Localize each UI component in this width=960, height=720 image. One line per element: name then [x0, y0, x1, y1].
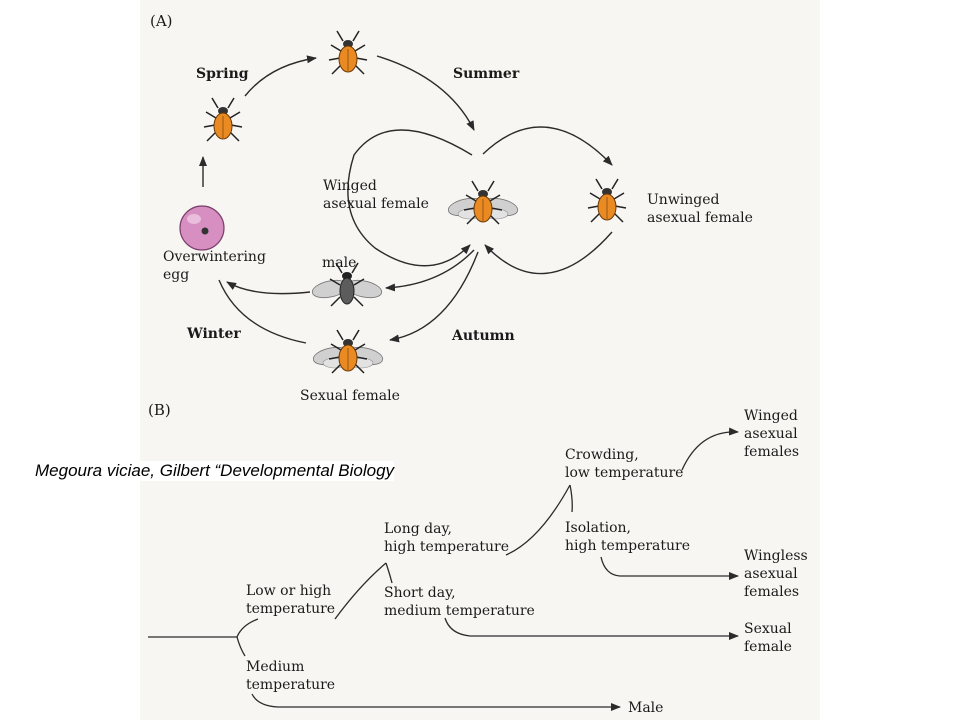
- winged-asexual-female-icon: [447, 181, 520, 224]
- label-winged-asexual-female-1: Winged: [323, 178, 377, 194]
- panel-b-label: (B): [148, 401, 171, 419]
- cond-medium-1: Medium: [246, 659, 304, 675]
- cond-medium-2: temperature: [246, 677, 335, 693]
- cond-short-day-2: medium temperature: [384, 603, 535, 619]
- branch-to-short-day: [385, 562, 393, 584]
- cond-long-day-1: Long day,: [384, 521, 452, 537]
- label-winged-asexual-female-2: asexual female: [323, 196, 429, 212]
- outcome-sexual-2: female: [744, 639, 792, 655]
- label-sexual-female: Sexual female: [300, 388, 400, 404]
- panel-a-label: (A): [150, 12, 173, 30]
- season-spring: Spring: [196, 66, 249, 82]
- short-day-to-sexual-arrow: [444, 617, 739, 640]
- spring-to-early-summer-arrow: [244, 55, 317, 97]
- winged-self-loop-arrow: [347, 129, 473, 267]
- season-summer: Summer: [453, 66, 520, 82]
- cond-crowding-2: low temperature: [565, 465, 683, 481]
- winged-to-male-arrow: [385, 249, 475, 292]
- figure-panel: (A) Spring Summer Winter Autumn Winged a…: [140, 0, 820, 720]
- outcome-wingless-2: asexual: [744, 566, 798, 582]
- cycle-arrows: [199, 55, 613, 344]
- medium-to-male-arrow: [251, 693, 621, 711]
- label-unwinged-asexual-female-1: Unwinged: [647, 192, 720, 208]
- outcome-sexual-1: Sexual: [744, 621, 792, 637]
- sexual-female-to-egg-line: [218, 279, 307, 344]
- label-unwinged-asexual-female-2: asexual female: [647, 210, 753, 226]
- winged-to-unwinged-arrow: [482, 126, 613, 166]
- summer-to-winged-female-arrow: [376, 55, 475, 131]
- summer-aphid-icon: [328, 30, 368, 75]
- spring-aphid-icon: [203, 97, 243, 142]
- crowding-to-winged-arrow: [681, 427, 739, 471]
- outcome-wingless-1: Wingless: [744, 548, 808, 564]
- outcome-winged-1: Winged: [744, 408, 798, 424]
- branch-to-low-or-high: [236, 618, 259, 638]
- branch-to-long-day-short-day: [334, 562, 387, 620]
- cond-isolation-1: Isolation,: [565, 520, 631, 536]
- cond-long-day-2: high temperature: [384, 539, 509, 555]
- unwinged-to-winged-arrow: [484, 231, 613, 275]
- aphid-life-cycle-figure: (A) Spring Summer Winter Autumn Winged a…: [148, 12, 808, 716]
- branch-to-crowding-isolation: [505, 484, 571, 556]
- season-autumn: Autumn: [451, 328, 515, 344]
- label-male: male: [322, 255, 356, 271]
- outcome-winged-3: females: [744, 444, 799, 460]
- label-overwintering-egg-1: Overwintering: [163, 249, 266, 265]
- cond-low-or-high-1: Low or high: [246, 583, 331, 599]
- season-winter: Winter: [186, 326, 241, 342]
- overwintering-egg-icon: [179, 205, 225, 251]
- outcome-winged-2: asexual: [744, 426, 798, 442]
- cond-short-day-1: Short day,: [384, 585, 456, 601]
- cond-crowding-1: Crowding,: [565, 447, 639, 463]
- winged-to-sexual-female-arrow: [389, 251, 479, 343]
- figure-caption: Megoura viciae, Gilbert “Developmental B…: [35, 461, 395, 481]
- outcome-male: Male: [628, 700, 663, 716]
- label-overwintering-egg-2: egg: [163, 267, 189, 283]
- sexual-female-icon: [312, 330, 385, 373]
- unwinged-asexual-female-icon: [587, 178, 627, 223]
- outcome-wingless-3: females: [744, 584, 799, 600]
- cond-isolation-2: high temperature: [565, 538, 690, 554]
- male-to-egg-arrow: [226, 281, 311, 295]
- branch-to-medium: [236, 636, 246, 657]
- decision-tree-lines: [148, 427, 739, 711]
- isolation-to-wingless-arrow: [600, 556, 739, 580]
- cond-low-or-high-2: temperature: [246, 601, 335, 617]
- branch-to-isolation: [569, 484, 573, 513]
